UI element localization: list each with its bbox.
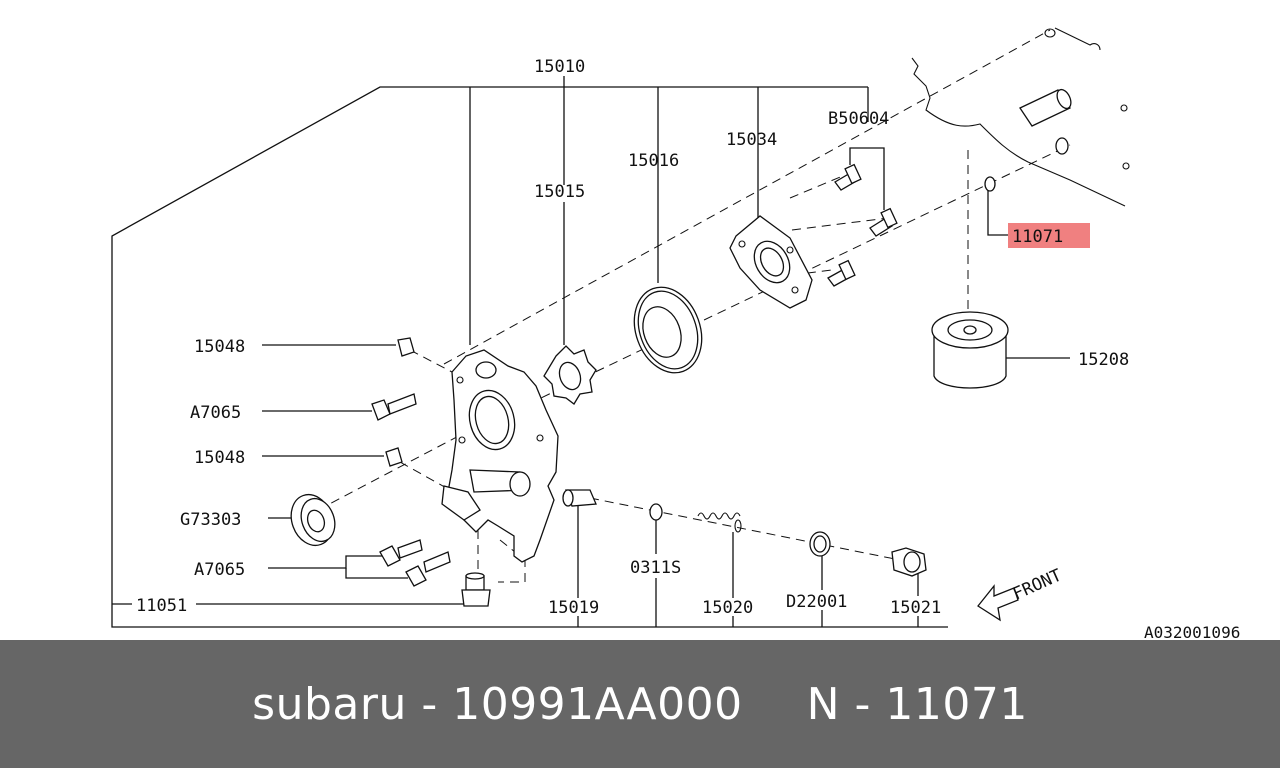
- label-15019: 15019: [548, 598, 599, 618]
- label-B50604: B50604: [828, 109, 889, 129]
- washer-0311S: [649, 503, 663, 521]
- gasket-D22001: [809, 531, 831, 557]
- spring-15020: [697, 512, 741, 520]
- footer-bar: subaru - 10991AA000 N - 11071: [0, 640, 1280, 768]
- label-15034: 15034: [726, 130, 777, 150]
- footer-part-number: subaru - 10991AA000: [252, 678, 743, 730]
- engine-block-outline: [911, 27, 1130, 207]
- dowel-pin: [1019, 88, 1072, 155]
- bolt-A7065-upper: [371, 393, 417, 421]
- axis-upper: [443, 29, 1051, 365]
- diagram-code: A032001096: [1144, 623, 1240, 640]
- oil-filter: [931, 311, 1009, 389]
- footer-reference: N - 11071: [806, 678, 1028, 730]
- plug-11051: [461, 572, 491, 607]
- label-15020: 15020: [702, 598, 753, 618]
- label-15048-lower: 15048: [194, 448, 245, 468]
- label-D22001: D22001: [786, 592, 847, 612]
- label-15016: 15016: [628, 151, 679, 171]
- label-0311S: 0311S: [630, 558, 681, 578]
- label-11051: 11051: [136, 596, 187, 616]
- label-15015: 15015: [534, 182, 585, 202]
- label-15048-upper: 15048: [194, 337, 245, 357]
- leader-11071: [987, 190, 1008, 236]
- label-G73303: G73303: [180, 510, 241, 530]
- bolt-B50604: [827, 163, 898, 287]
- oil-pump-body: [441, 349, 559, 563]
- oil-seal: [290, 493, 336, 547]
- label-front: FRONT: [1010, 565, 1065, 604]
- dowel-15048: [385, 337, 415, 467]
- frame-outline: [111, 86, 948, 628]
- axis-relief: [589, 497, 901, 561]
- inner-rotor: [543, 345, 597, 405]
- label-15021: 15021: [890, 598, 941, 618]
- highlight-11071: [1008, 223, 1090, 248]
- axis-seal: [317, 429, 471, 511]
- bolt-A7065-lower: [379, 539, 451, 587]
- label-A7065-lower: A7065: [194, 560, 245, 580]
- label-15208: 15208: [1078, 350, 1129, 370]
- plug-15021: [891, 547, 927, 577]
- front-arrow: [977, 584, 1019, 622]
- leader-A7065b: [268, 555, 382, 569]
- label-A7065-upper: A7065: [190, 403, 241, 423]
- label-15010: 15010: [534, 57, 585, 77]
- oil-pump-cover: [729, 215, 813, 309]
- leader-B50604: [849, 147, 885, 210]
- relief-valve: [562, 489, 597, 507]
- label-11071: 11071: [1012, 227, 1063, 247]
- parts-diagram: 15010 15015 15016 15034 B50604 11071 152…: [111, 27, 1240, 640]
- outer-rotor: [633, 286, 703, 374]
